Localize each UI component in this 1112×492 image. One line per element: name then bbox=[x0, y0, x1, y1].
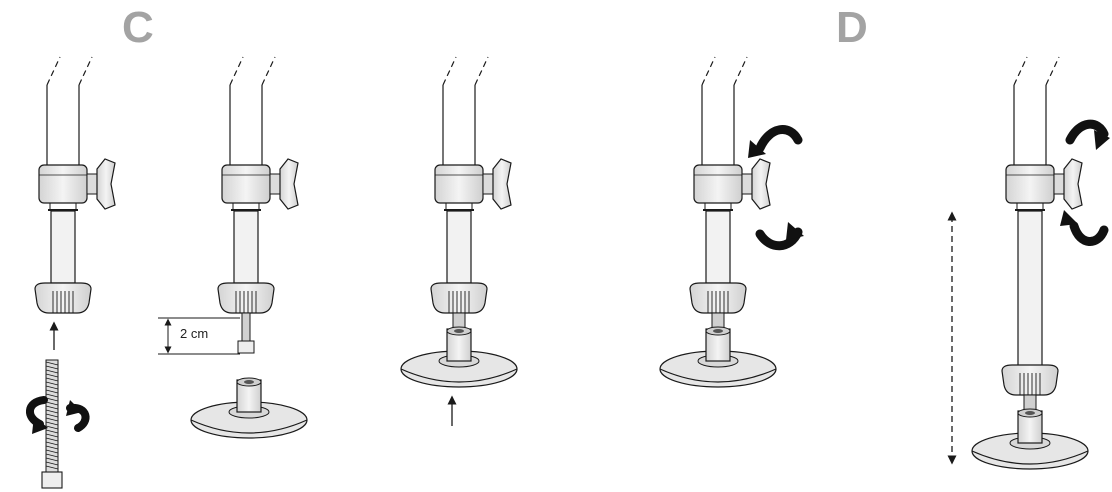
leg-assembly-4 bbox=[659, 56, 777, 388]
dimension-marker bbox=[158, 317, 240, 355]
leg-assembly-3 bbox=[400, 56, 518, 388]
rotate-arrows-icon bbox=[26, 396, 90, 434]
step-label-d: D bbox=[836, 3, 868, 52]
suction-foot-icon bbox=[190, 377, 308, 439]
rotate-arrows-icon bbox=[748, 125, 804, 251]
leg-assembly-2 bbox=[217, 56, 299, 354]
rotate-arrows-icon bbox=[1060, 119, 1110, 246]
step-label-c: C bbox=[122, 3, 154, 52]
threaded-rod-icon bbox=[41, 359, 63, 489]
dimension-label: 2 cm bbox=[180, 326, 209, 341]
leg-assembly-1 bbox=[34, 56, 116, 314]
leg-assembly-5 bbox=[971, 56, 1089, 470]
